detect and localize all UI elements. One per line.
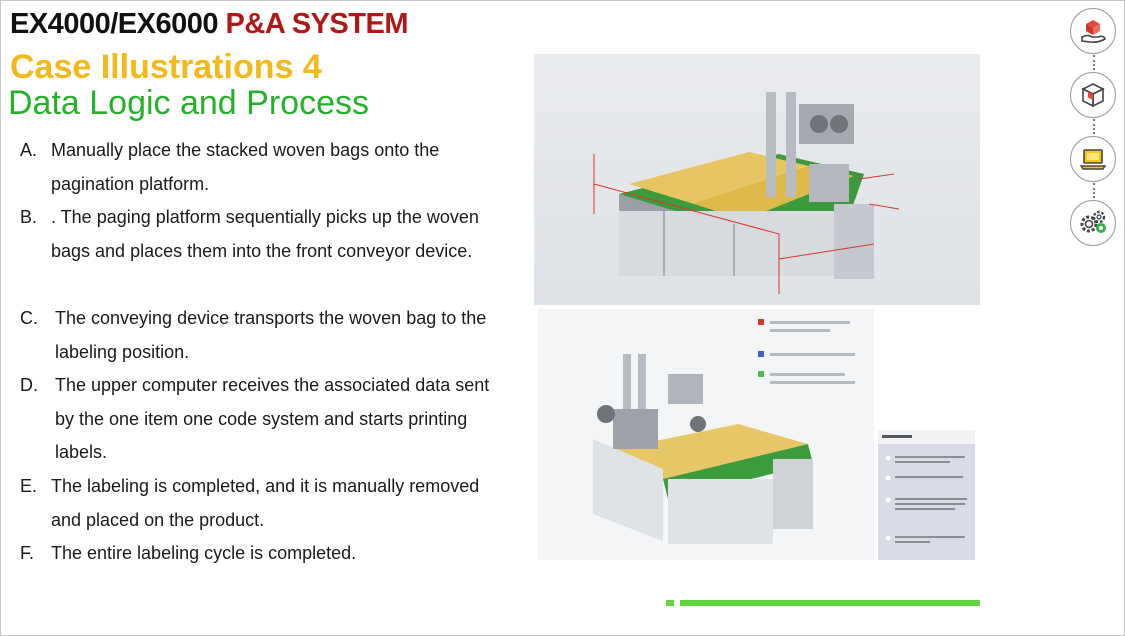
side-nav [1070, 8, 1118, 248]
slide-subtitle: Case Illustrations 4 [10, 48, 322, 86]
box-icon [1078, 80, 1108, 110]
title-accent: P&A SYSTEM [225, 8, 409, 40]
step-text: Manually place the stacked woven bags on… [51, 140, 440, 194]
package-hand-icon [1078, 16, 1108, 46]
gears-icon [1077, 207, 1109, 239]
nav-package-button[interactable] [1070, 8, 1116, 54]
nav-connector [1093, 55, 1096, 70]
step-e: E. The labeling is completed, and it is m… [20, 470, 500, 537]
step-letter: E. [20, 476, 38, 496]
step-letter: D. [20, 375, 38, 395]
step-letter: B. [20, 207, 38, 227]
section-title: Data Logic and Process [8, 84, 369, 122]
step-a: A. Manually place the stacked woven bags … [20, 134, 500, 201]
nav-settings-button[interactable] [1070, 200, 1116, 246]
step-b: B. . The paging platform sequentially pic… [20, 201, 500, 268]
step-text: The entire labeling cycle is completed. [51, 543, 357, 563]
progress-marker [666, 600, 674, 606]
laptop-icon [1078, 144, 1108, 174]
nav-connector [1093, 183, 1096, 198]
step-letter: F. [20, 543, 35, 563]
machine-render-process [538, 309, 874, 560]
step-text: . The paging platform sequentially picks… [51, 207, 479, 261]
step-text: The upper computer receives the associat… [55, 375, 490, 462]
slide-title: EX4000/EX6000 P&A SYSTEM [10, 8, 408, 41]
nav-laptop-button[interactable] [1070, 136, 1116, 182]
nav-connector [1093, 119, 1096, 134]
step-letter: A. [20, 140, 38, 160]
nav-box-button[interactable] [1070, 72, 1116, 118]
step-c: C. The conveying device transports the wo… [20, 302, 500, 369]
step-f: F. The entire labeling cycle is completed… [20, 537, 500, 571]
progress-bar [680, 600, 980, 606]
step-text: The labeling is completed, and it is man… [51, 476, 480, 530]
machine-render-dimensions [534, 54, 980, 305]
title-main: EX4000/EX6000 [10, 8, 218, 40]
step-d: D. The upper computer receives the associ… [20, 369, 500, 470]
step-text: The conveying device transports the wove… [55, 308, 487, 362]
feature-spec-panel [878, 430, 975, 560]
step-letter: C. [20, 308, 38, 328]
